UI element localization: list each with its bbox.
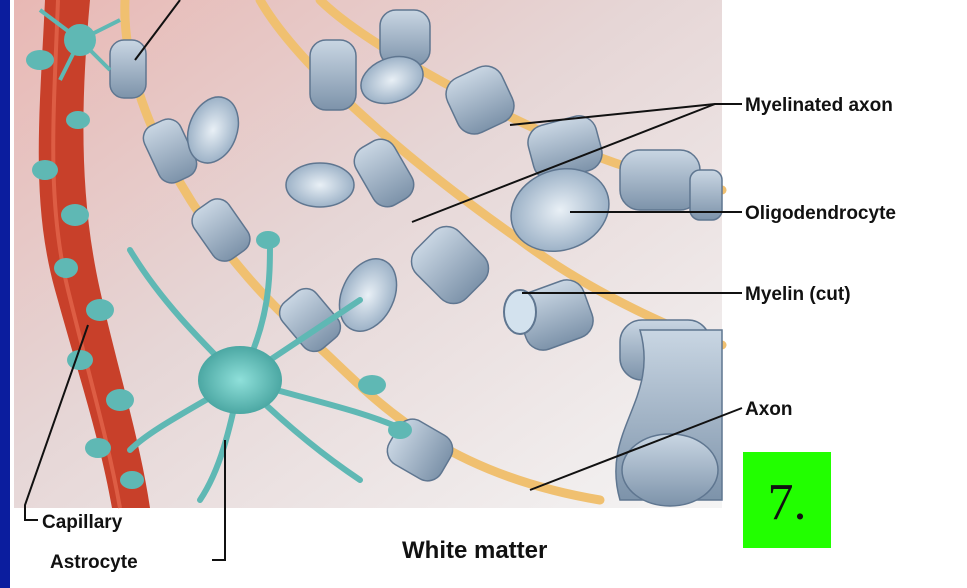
label-capillary: Capillary: [42, 512, 123, 533]
myelin-cut-ring: [504, 290, 536, 334]
caption-white-matter: White matter: [402, 537, 547, 564]
label-myelinated-axon: Myelinated axon: [745, 95, 893, 116]
number-badge-text: 7.: [768, 474, 807, 531]
label-axon: Axon: [745, 399, 793, 420]
label-myelin-cut: Myelin (cut): [745, 284, 851, 305]
label-oligodendrocyte: Oligodendrocyte: [745, 203, 896, 224]
label-astrocyte: Astrocyte: [50, 552, 138, 573]
